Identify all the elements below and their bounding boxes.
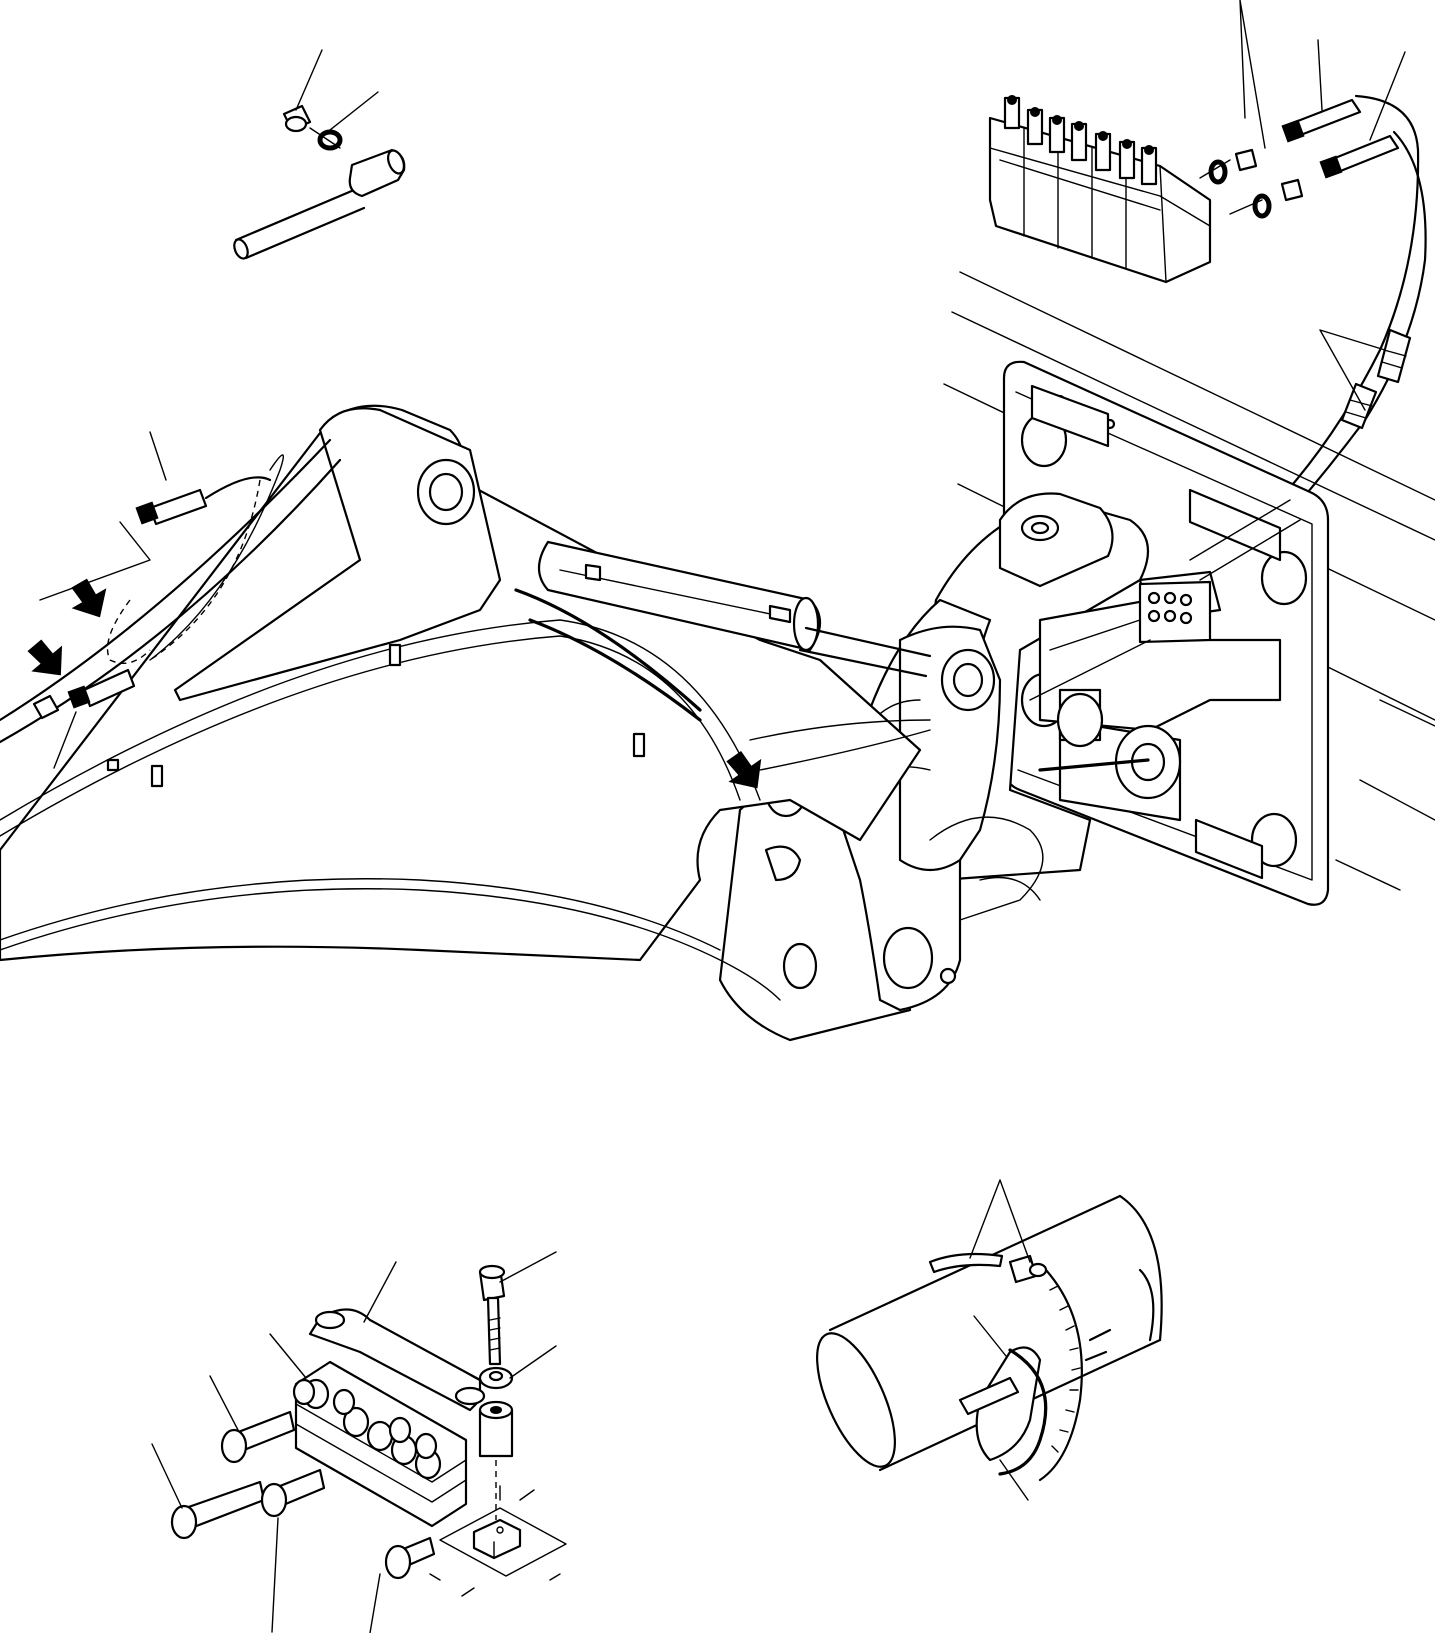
pipe-fitting-detail [233,49,406,260]
callout-leader [1239,0,1266,149]
callout-leader [295,49,323,111]
callout-leader [1369,51,1406,141]
boom-hose-fittings [32,476,272,720]
hose-protectors [1340,328,1412,430]
callout-leader [973,1315,1007,1357]
callout-leader [271,1517,279,1633]
control-valve-assembly [988,0,1427,532]
clamp-spacer [478,1400,514,1458]
clamp-retainer-parts [928,1252,1048,1284]
boom-cylinder [537,540,932,678]
boom-foot-frame [718,598,1044,1042]
hose-clamp-detail [151,1251,567,1633]
boom-arm [0,404,932,1001]
adapter-fittings [1208,148,1304,219]
valve-spools [1003,95,1158,186]
callout-leader [1319,329,1386,411]
mounting-base [429,1485,567,1597]
callout-leader [369,1573,381,1633]
pipe-end [233,148,406,260]
direction-arrows [27,578,762,789]
o-ring-seal [317,129,343,151]
callout-leader [269,1333,307,1379]
hose-connectors [1281,98,1400,179]
boom-brackets [106,643,646,788]
plug-fitting [282,104,312,133]
clamp-band [975,1268,1083,1482]
callout-leader [209,1375,239,1431]
clamp-screw [958,1328,1112,1416]
callout-leader [999,1459,1029,1501]
boom-hose-routing [106,454,931,771]
clamp-bolt [478,1264,506,1366]
clamp-block [294,1360,468,1528]
callout-leader [509,1345,557,1379]
hose-sleeves [170,1378,436,1580]
callout-leader [53,711,77,769]
band-clamp-detail [816,1179,1163,1501]
clamp-cover [308,1308,486,1412]
callout-leader [151,1443,183,1509]
callout-leader [969,1179,1031,1263]
clamp-washer [478,1366,514,1390]
callout-leader [1317,39,1323,111]
callout-leader [329,91,379,131]
valve-mount-block [1138,580,1212,644]
callout-leader [149,431,167,481]
callout-leader [363,1261,397,1323]
callout-leader [499,1251,557,1283]
